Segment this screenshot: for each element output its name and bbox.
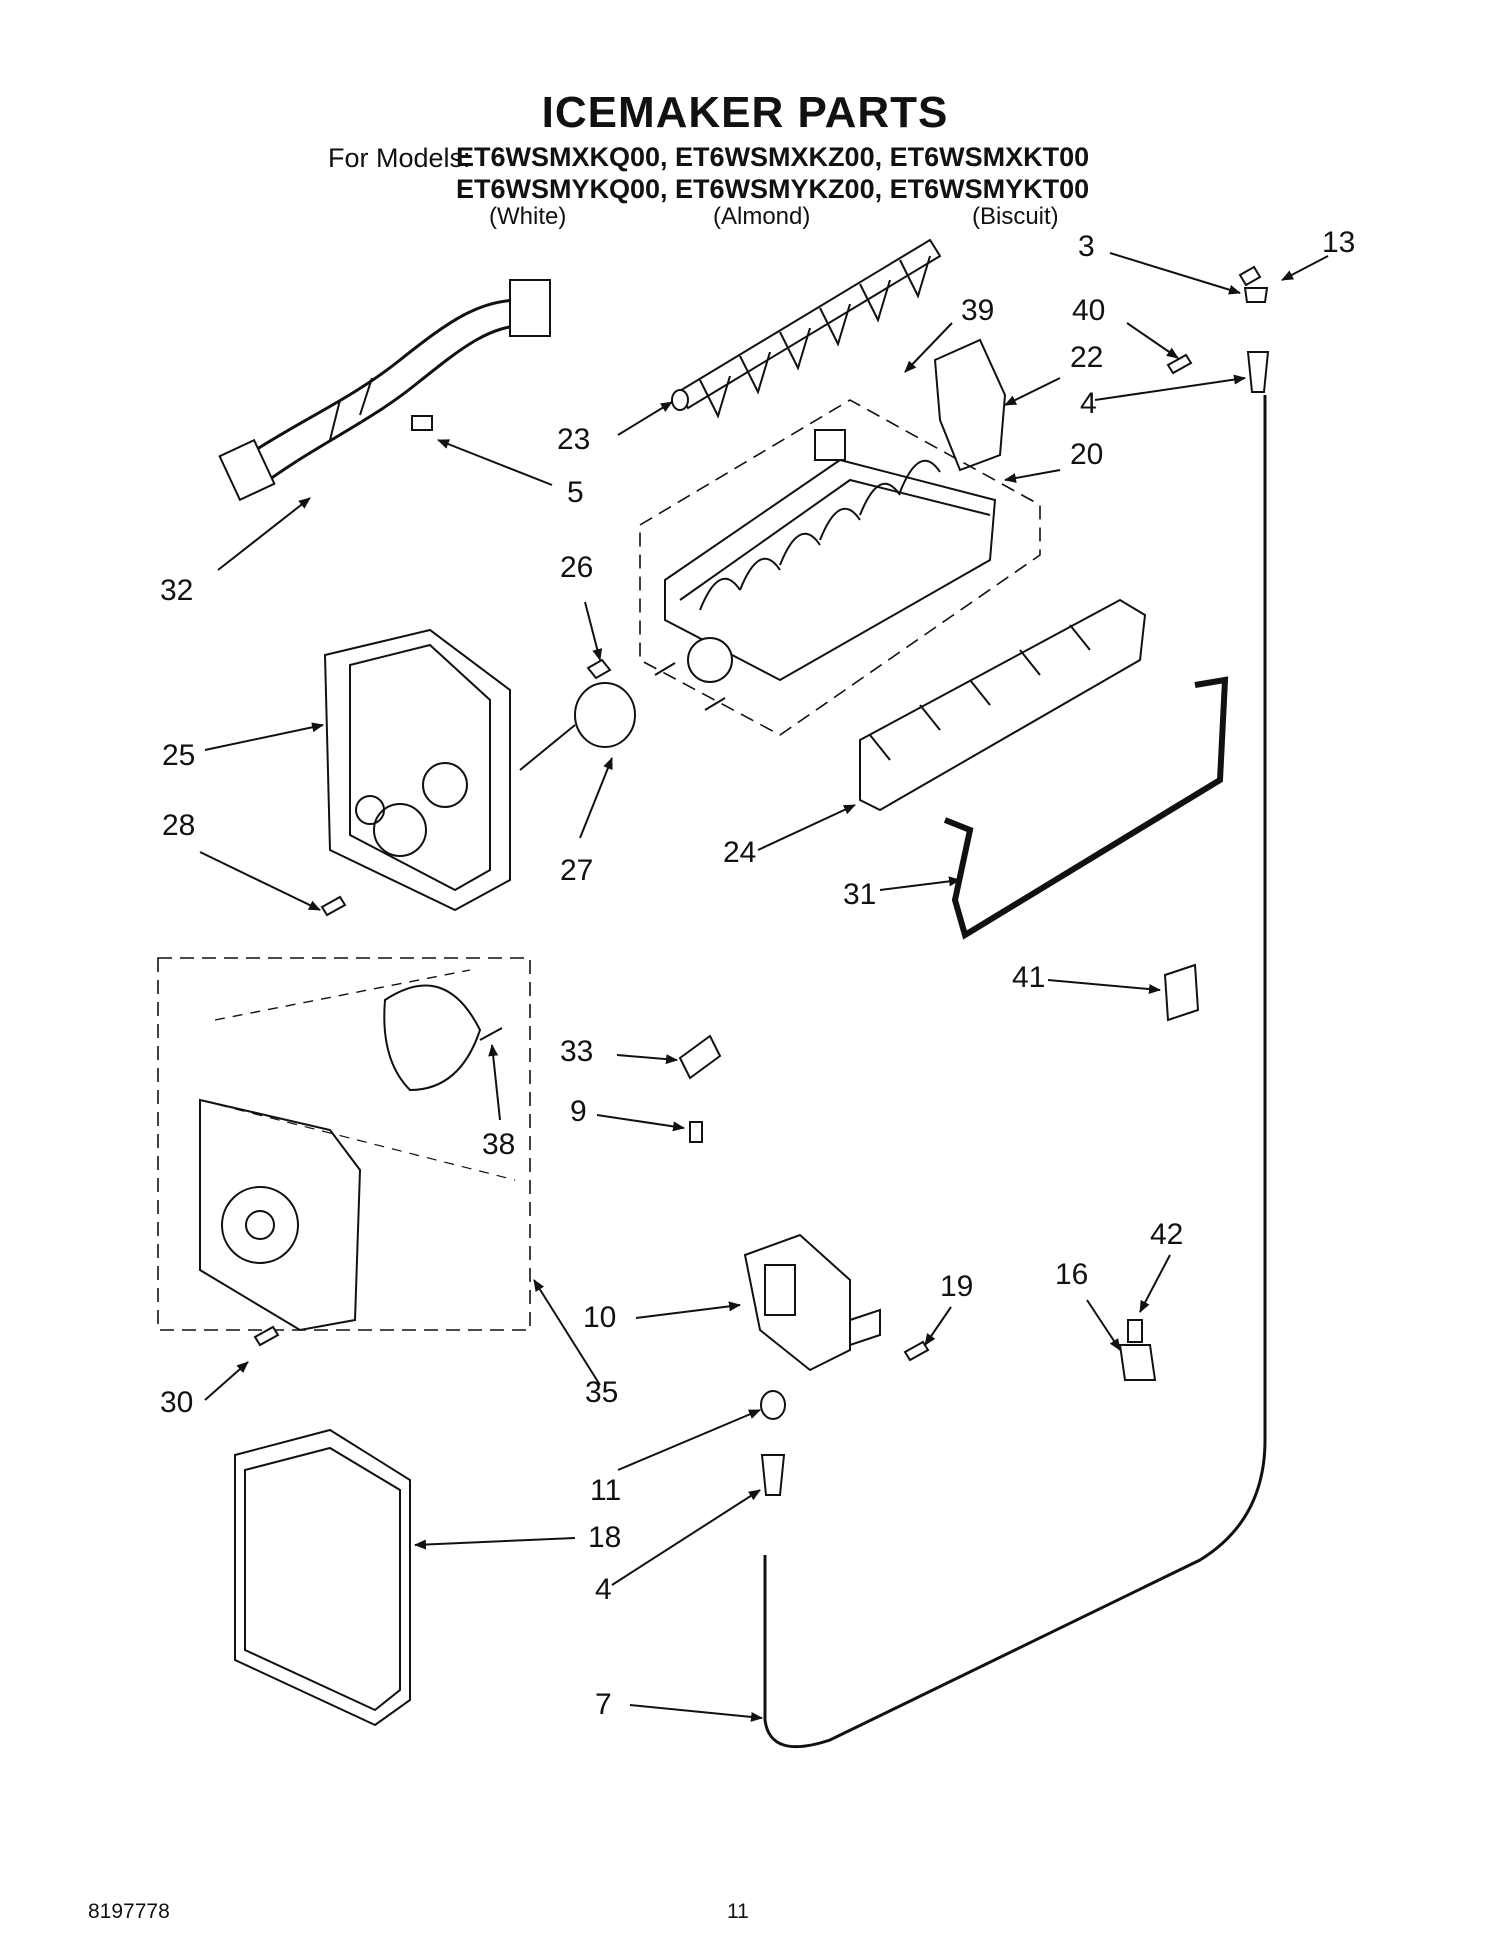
fitting-lower <box>760 1454 786 1496</box>
screw-19 <box>903 1340 930 1362</box>
thermostat-clip <box>586 658 612 680</box>
ice-bin <box>234 1428 411 1727</box>
leader-lines <box>199 252 1329 1722</box>
control-housing <box>323 628 511 912</box>
callout-20: 20 <box>1070 438 1104 471</box>
callout-9: 9 <box>570 1095 587 1128</box>
callout-19: 19 <box>940 1270 974 1303</box>
screw-13 <box>1238 265 1262 287</box>
mold-heater <box>943 676 1229 940</box>
callout-28: 28 <box>162 809 196 842</box>
callout-33: 33 <box>560 1035 594 1068</box>
callout-38: 38 <box>482 1128 516 1161</box>
callout-30: 30 <box>160 1386 194 1419</box>
callout-11: 11 <box>590 1474 622 1507</box>
callout-31: 31 <box>843 878 877 911</box>
callout-4-upper: 4 <box>1080 387 1097 420</box>
page-title: ICEMAKER PARTS <box>541 88 949 137</box>
callout-41: 41 <box>1012 961 1046 994</box>
callout-13: 13 <box>1322 226 1356 259</box>
for-models-label: For Models: <box>328 143 471 173</box>
callout-16: 16 <box>1055 1258 1089 1291</box>
screw-30 <box>253 1325 280 1347</box>
stripper <box>859 598 1147 812</box>
icemaker-mold <box>664 429 997 683</box>
model-list-row-1: ET6WSMXKQ00, ET6WSMXKZ00, ET6WSMXKT00 <box>456 142 1090 172</box>
model-list-row-2: ET6WSMYKQ00, ET6WSMYKZ00, ET6WSMYKT00 <box>456 174 1090 204</box>
callout-23: 23 <box>557 423 591 456</box>
bracket-33 <box>678 1034 722 1080</box>
water-valve <box>743 1233 881 1372</box>
callout-7: 7 <box>595 1688 612 1721</box>
callout-5: 5 <box>567 476 584 509</box>
finish-almond: (Almond) <box>713 203 811 230</box>
finish-white: (White) <box>489 203 567 230</box>
thermostat <box>574 682 636 748</box>
fitting-upper <box>1246 351 1270 393</box>
screw-40 <box>1166 353 1193 375</box>
callout-35: 35 <box>585 1376 619 1409</box>
callout-42: 42 <box>1150 1218 1184 1251</box>
screw-9 <box>689 1121 703 1143</box>
callout-25: 25 <box>162 739 196 772</box>
callout-24: 24 <box>723 836 757 869</box>
clip-41 <box>1163 963 1200 1022</box>
water-tube <box>763 395 1267 1749</box>
clamp-3 <box>1243 287 1269 303</box>
callout-39: 39 <box>961 294 995 327</box>
nut-11 <box>760 1390 786 1420</box>
callout-3: 3 <box>1078 230 1095 263</box>
callout-10: 10 <box>583 1301 617 1334</box>
callout-18: 18 <box>588 1521 622 1554</box>
screw-42 <box>1127 1319 1143 1343</box>
clamp-16 <box>1118 1344 1157 1381</box>
callout-40: 40 <box>1072 294 1106 327</box>
callout-32: 32 <box>160 574 194 607</box>
water-fill-cup <box>933 338 1007 472</box>
document-number: 8197778 <box>88 1900 170 1923</box>
callout-4-lower: 4 <box>595 1573 612 1606</box>
callout-22: 22 <box>1070 341 1104 374</box>
callout-26: 26 <box>560 551 594 584</box>
motor <box>383 984 482 1092</box>
screw-28 <box>320 895 347 917</box>
page-number: 11 <box>727 1900 749 1923</box>
control-module <box>199 1098 516 1332</box>
callout-27: 27 <box>560 854 594 887</box>
ice-ejector <box>671 238 942 419</box>
wire-harness <box>218 279 551 502</box>
finish-biscuit: (Biscuit) <box>972 203 1059 230</box>
